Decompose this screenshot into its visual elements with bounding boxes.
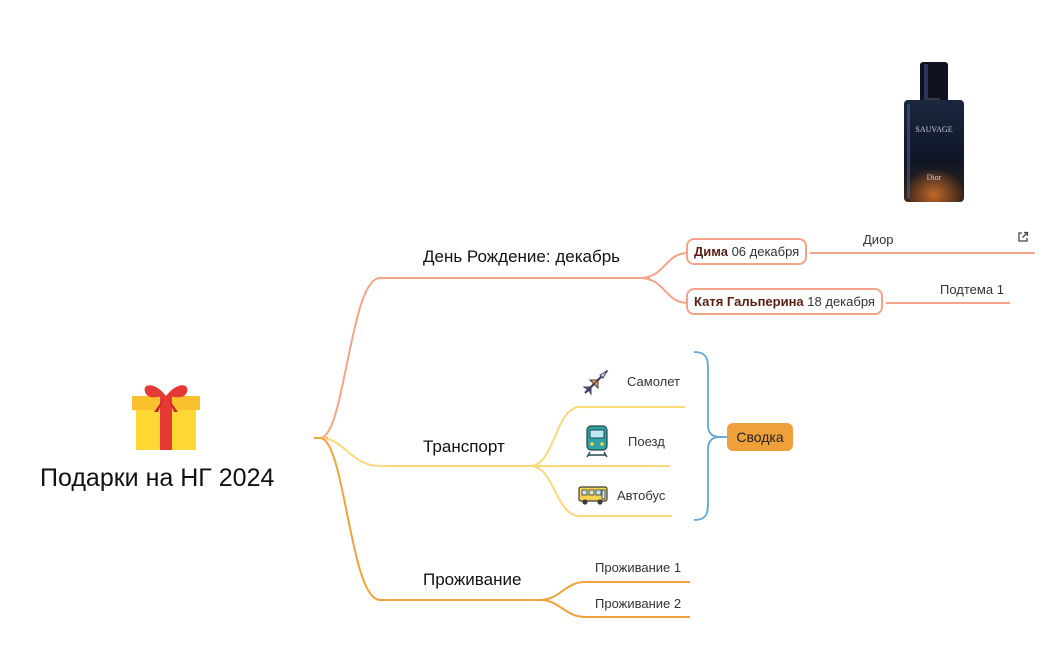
person-date: 18 декабря [807, 294, 875, 309]
person-date: 06 декабря [731, 244, 800, 259]
summary-button[interactable]: Сводка [727, 423, 793, 451]
person-name: Дима [694, 244, 728, 259]
perfume-brand: Dior [927, 173, 942, 182]
external-link-icon[interactable] [1017, 231, 1029, 246]
transport-item-samolet[interactable]: Самолет [627, 374, 680, 389]
subtopic-podtema[interactable]: Подтема 1 [940, 282, 1004, 297]
avtobus-connector [529, 465, 672, 517]
living-item-1[interactable]: Проживание 1 [595, 560, 682, 575]
person-katya[interactable]: Катя Гальперина 18 декабря [686, 288, 883, 315]
transport-item-avtobus[interactable]: Автобус [617, 488, 666, 503]
summary-bracket [693, 351, 721, 521]
dima-connector [639, 252, 689, 279]
person-name: Катя Гальперина [694, 294, 804, 309]
airplane-icon [580, 366, 612, 398]
branch-living-title[interactable]: Проживание [423, 570, 522, 589]
branch-transport-title[interactable]: Транспорт [423, 437, 505, 456]
transport-connector [319, 437, 540, 467]
living-connector [319, 437, 548, 601]
living1-connector [539, 581, 690, 601]
subtopic-dior[interactable]: Диор [863, 232, 894, 247]
living2-connector [539, 599, 690, 618]
bus-icon [578, 484, 608, 506]
katya-connector [639, 277, 689, 304]
gift-icon [128, 378, 204, 454]
perfume-label: SAUVAGE [915, 125, 952, 134]
person-dima[interactable]: Дима 06 декабря [686, 238, 808, 265]
root-title[interactable]: Подарки на НГ 2024 [40, 464, 275, 492]
transport-item-poezd[interactable]: Поезд [628, 434, 665, 449]
samolet-connector [529, 406, 685, 467]
birthday-connector [319, 277, 650, 439]
train-icon [584, 424, 610, 458]
perfume-bottle-image[interactable]: SAUVAGE Dior [898, 60, 970, 205]
living-item-2[interactable]: Проживание 2 [595, 596, 682, 611]
branch-birthday-title[interactable]: День Рождение: декабрь [423, 247, 621, 266]
